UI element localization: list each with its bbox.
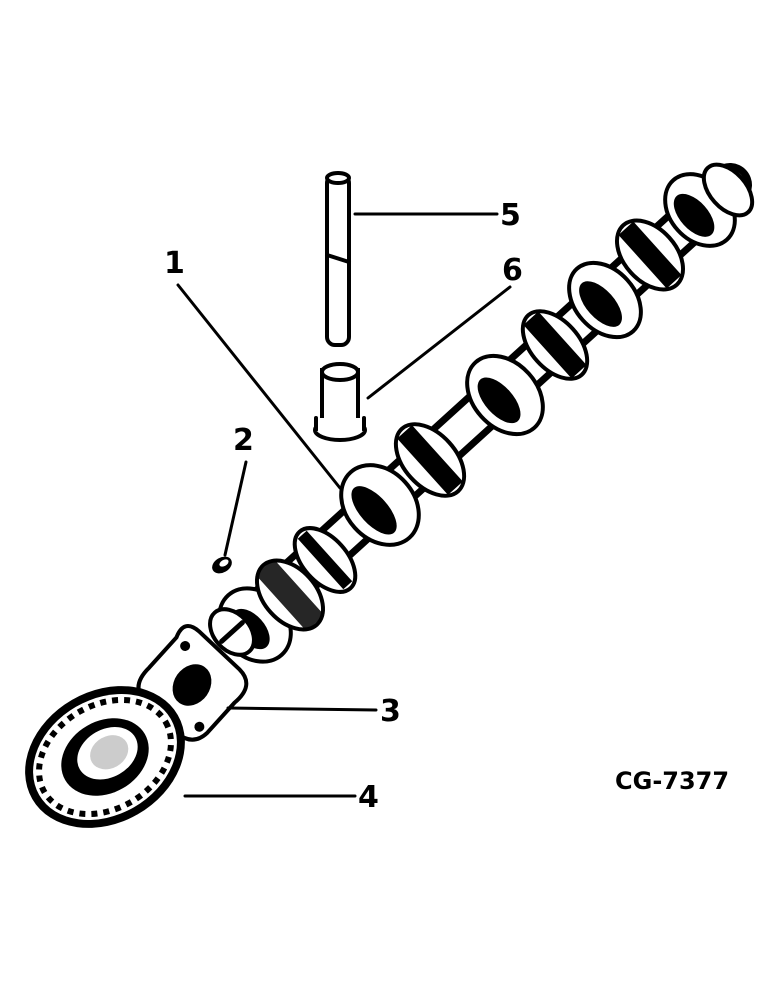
leader-lines xyxy=(176,212,512,798)
callout-2: 2 xyxy=(233,423,254,458)
callout-3: 3 xyxy=(380,694,401,729)
camshaft xyxy=(208,162,755,664)
camshaft-nose xyxy=(208,607,256,657)
callout-4: 4 xyxy=(358,780,379,815)
callout-5: 5 xyxy=(500,198,521,233)
key xyxy=(212,556,232,574)
callout-1: 1 xyxy=(164,246,185,281)
gear xyxy=(25,686,185,828)
drawing-code: CG-7377 xyxy=(615,767,729,795)
push-rod xyxy=(325,171,351,347)
callout-6: 6 xyxy=(502,253,523,288)
tappet xyxy=(313,362,367,442)
